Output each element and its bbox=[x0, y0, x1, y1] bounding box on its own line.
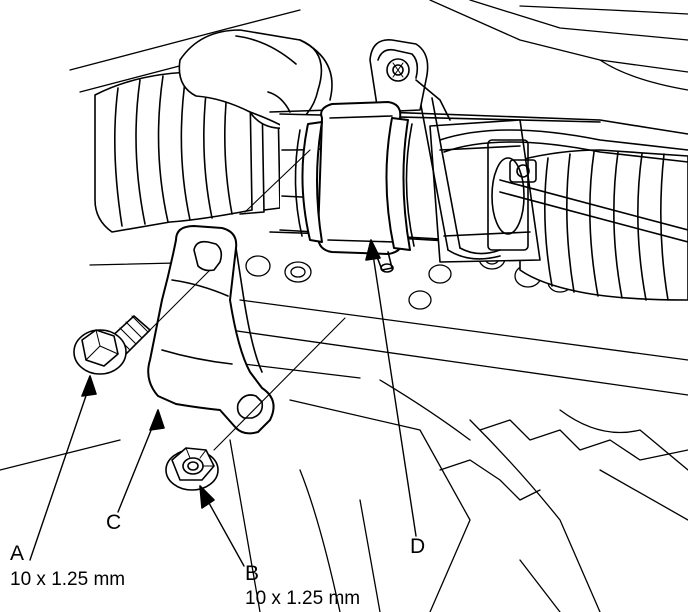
callout-d-letter: D bbox=[410, 535, 426, 558]
leader-arrow-b bbox=[199, 485, 245, 567]
leader-arrow-c bbox=[117, 409, 165, 513]
callout-a-letter: A bbox=[10, 542, 25, 565]
callout-a-spec: 10 x 1.25 mm bbox=[10, 569, 126, 590]
steering-boot-right bbox=[429, 119, 688, 301]
rack-clamp-bracket-c bbox=[147, 225, 275, 435]
fluid-lines bbox=[419, 97, 688, 260]
callout-b-spec: 10 x 1.25 mm bbox=[245, 588, 361, 609]
callout-b-letter: B bbox=[245, 562, 260, 585]
assembly-guide-lines bbox=[149, 149, 346, 451]
rack-mount-tab bbox=[369, 39, 451, 121]
rack-bushing-d bbox=[294, 101, 415, 273]
leader-arrow-a bbox=[29, 375, 97, 561]
callout-c-letter: C bbox=[106, 511, 122, 534]
flange-nut-b bbox=[165, 447, 219, 491]
leader-arrow-d bbox=[365, 239, 417, 537]
flange-bolt-a bbox=[73, 315, 151, 375]
